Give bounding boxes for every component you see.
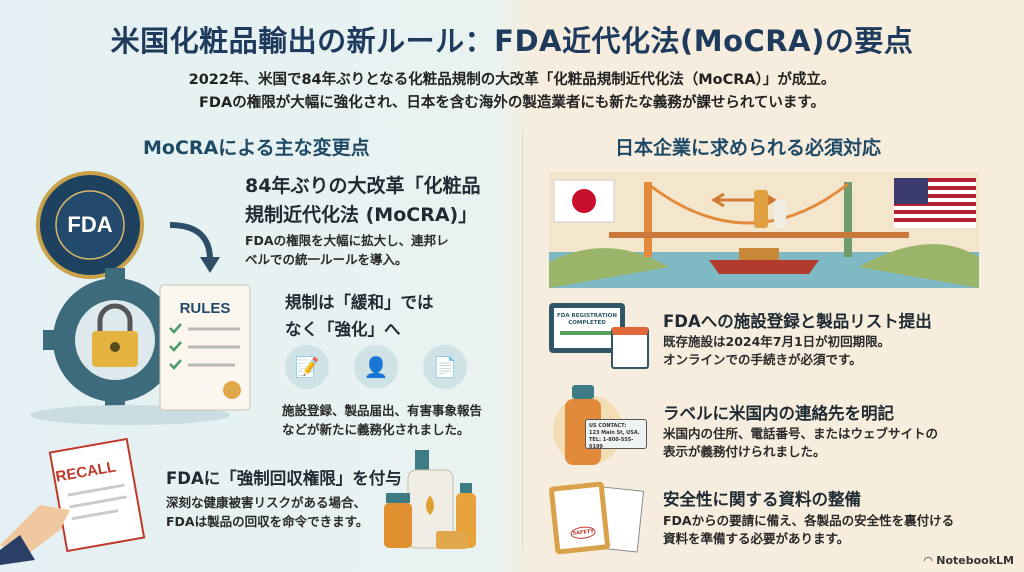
- right-item-2-desc: 米国内の住所、電話番号、またはウェブサイトの表示が義務付けられました。: [663, 426, 939, 459]
- japan-us-bridge-illustration: [549, 172, 979, 288]
- lock-icon: [92, 303, 138, 367]
- clipboard-pencil-icon: 📝: [285, 345, 329, 389]
- rules-document-icon: RULES: [159, 284, 251, 411]
- item-2-title: 規制は「緩和」ではなく「強化」へ: [285, 293, 434, 339]
- notebooklm-watermark: ◠ NotebookLM: [923, 554, 1014, 567]
- item-2-desc: 施設登録、製品届出、有害事象報告などが新たに義務化されました。: [282, 403, 483, 437]
- column-divider: [522, 130, 523, 550]
- safety-documents-icon: SAFETY: [547, 478, 647, 556]
- item-3-desc: 深刻な健康被害リスクがある場合、FDAは製品の回収を命令できます。: [166, 495, 369, 529]
- item-1-desc: FDAの権限を大幅に拡大し、連邦レベルでの統一ルールを導入。: [245, 233, 449, 267]
- page-title: 米国化粧品輸出の新ルール：FDA近代化法(MoCRA)の要点: [110, 24, 914, 58]
- bottle-label-icon: US CONTACT:123 Main St, USA.TEL: 1-800-5…: [553, 385, 648, 470]
- right-item-1-title: FDAへの施設登録と製品リスト提出: [663, 312, 932, 331]
- right-heading: 日本企業に求められる必須対応: [615, 137, 882, 159]
- document-check-icon: 📄: [423, 345, 467, 389]
- recall-document-icon: RECALL: [0, 437, 146, 565]
- person-icon: 👤: [354, 345, 398, 389]
- right-item-1-desc: 既存施設は2024年7月1日が初回期限。オンラインでの手続きが必須です。: [663, 334, 891, 367]
- us-flag-icon: [894, 178, 976, 228]
- subtitle-line-1: 2022年、米国で84年ぶりとなる化粧品規制の大改革「化粧品規制近代化法（MoC…: [188, 72, 836, 88]
- right-item-3-desc: FDAからの要請に備え、各製品の安全性を裏付ける資料を準備する必要があります。: [663, 513, 955, 546]
- notebooklm-logo-icon: ◠: [923, 554, 937, 567]
- left-heading: MoCRAによる主な変更点: [143, 137, 370, 159]
- fda-seal-icon: FDA: [36, 171, 144, 279]
- subtitle-line-2: FDAの権限が大幅に強化され、日本を含む海外の製造業者にも新たな義務が課せられて…: [199, 95, 825, 111]
- right-item-2-title: ラベルに米国内の連絡先を明記: [663, 404, 894, 423]
- rules-label: RULES: [180, 300, 231, 317]
- japan-flag-icon: [553, 179, 615, 223]
- item-1-title: 84年ぶりの大改革「化粧品規制近代化法 (MoCRA)」: [245, 175, 481, 226]
- right-item-3-title: 安全性に関する資料の整備: [663, 490, 861, 509]
- seal-center-text: FDA: [67, 212, 112, 237]
- cosmetic-bottles-icon: [384, 450, 476, 549]
- item-3-title: FDAに「強制回収権限」を付与: [166, 469, 402, 488]
- fda-rules-illustration: FDA RULES: [30, 171, 251, 425]
